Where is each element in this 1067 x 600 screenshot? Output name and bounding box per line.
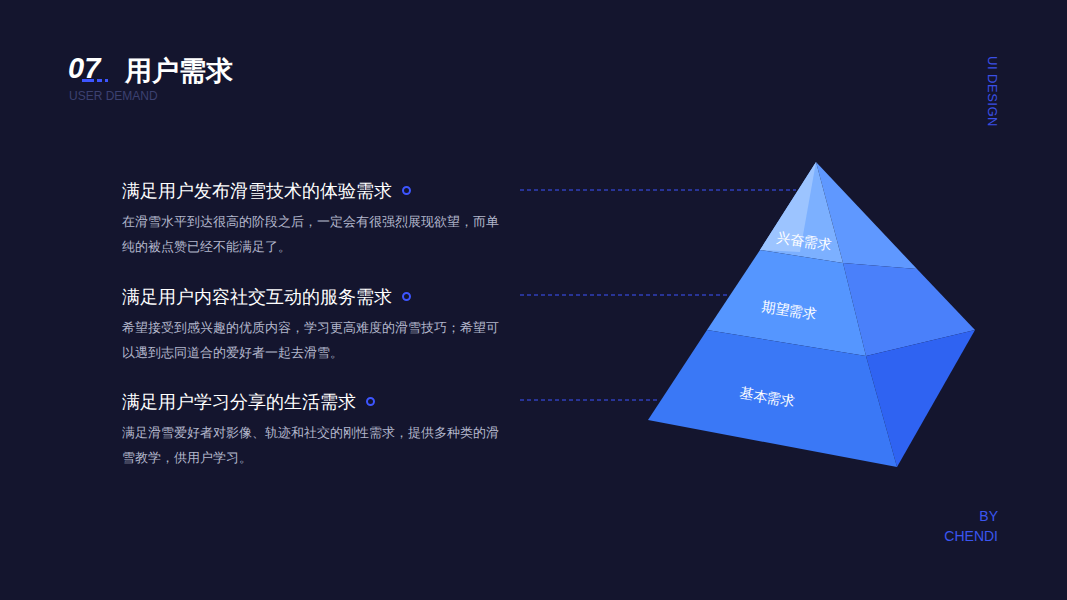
side-label: UI DESIGN xyxy=(985,56,1000,127)
demand-body: 在滑雪水平到达很高的阶段之后，一定会有很强烈展现欲望，而单纯的被点赞已经不能满足… xyxy=(122,209,502,259)
subtitle: USER DEMAND xyxy=(69,89,158,103)
demand-body-text: 希望接受到感兴趣的优质内容，学习更高难度的滑雪技巧；希望可以遇到志同道合的爱好者… xyxy=(122,320,499,360)
demand-heading-text: 满足用户内容社交互动的服务需求 xyxy=(122,287,392,307)
author-name-text: CHENDI xyxy=(944,528,998,544)
subtitle-text: USER DEMAND xyxy=(69,89,158,103)
demand-body: 希望接受到感兴趣的优质内容，学习更高难度的滑雪技巧；希望可以遇到志同道合的爱好者… xyxy=(122,315,502,365)
demand-body-text: 满足滑雪爱好者对影像、轨迹和社交的刚性需求，提供多种类的滑雪教学，供用户学习。 xyxy=(122,425,499,465)
bullet-ring xyxy=(366,397,375,406)
band-polygon xyxy=(760,162,843,263)
demand-heading-text: 满足用户发布滑雪技术的体验需求 xyxy=(122,181,392,201)
leader-line xyxy=(520,400,659,401)
leader-line xyxy=(520,190,796,191)
author-name: CHENDI xyxy=(944,528,998,544)
demand-heading-text: 满足用户学习分享的生活需求 xyxy=(122,392,356,412)
section-number-text: 07 xyxy=(68,52,100,84)
page-title: 用户需求 xyxy=(125,53,233,89)
demand-heading: 满足用户学习分享的生活需求 xyxy=(122,390,375,414)
author-label-text: BY xyxy=(979,508,998,524)
demand-body-text: 在滑雪水平到达很高的阶段之后，一定会有很强烈展现欲望，而单纯的被点赞已经不能满足… xyxy=(122,214,499,254)
band-polygon xyxy=(648,330,897,467)
demand-heading: 满足用户内容社交互动的服务需求 xyxy=(122,285,411,309)
section-number: 07 xyxy=(68,52,100,85)
leader-line xyxy=(520,295,727,296)
pyramid-band: 基本需求 xyxy=(648,330,897,467)
bullet-ring xyxy=(402,292,411,301)
bullet-ring xyxy=(402,186,411,195)
demand-body: 满足滑雪爱好者对影像、轨迹和社交的刚性需求，提供多种类的滑雪教学，供用户学习。 xyxy=(122,420,502,470)
pyramid-band: 兴奋需求 xyxy=(760,162,843,263)
title-dash xyxy=(105,79,108,82)
author-label: BY xyxy=(979,508,998,524)
demand-heading: 满足用户发布滑雪技术的体验需求 xyxy=(122,179,411,203)
side-label-text: UI DESIGN xyxy=(985,56,1000,127)
